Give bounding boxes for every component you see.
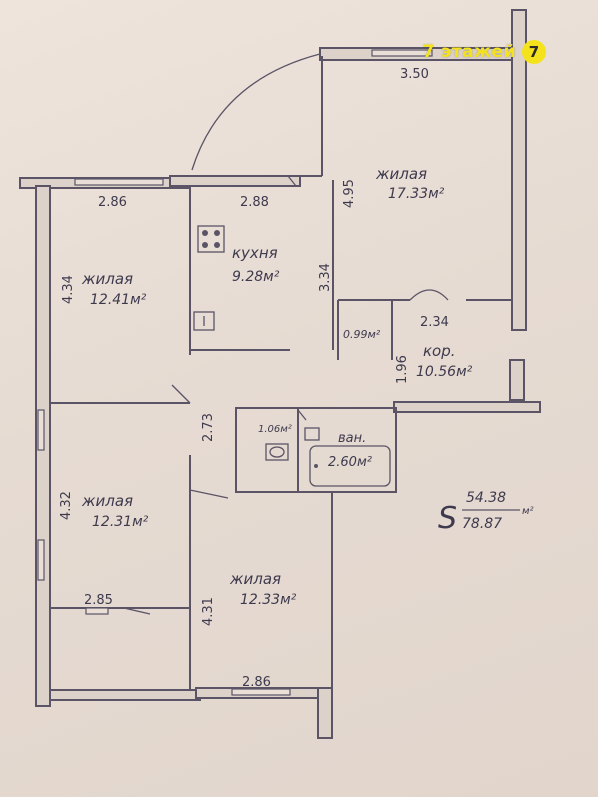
room-area-living-top-right: 17.33м²	[388, 186, 445, 202]
bath-sink-icon	[304, 427, 320, 441]
brand-logo-icon: 7	[522, 40, 546, 64]
room-name-living-top-right: жилая	[375, 165, 427, 183]
fixtures	[193, 225, 391, 487]
dim-273: 2.73	[201, 413, 216, 442]
interior-walls	[50, 56, 512, 690]
stove-icon	[197, 225, 225, 253]
room-area-kitchen: 9.28м²	[232, 269, 280, 285]
room-area-toilet: 1.06м²	[258, 424, 292, 435]
brand-logo-glyph: 7	[528, 43, 540, 61]
dim-334: 3.34	[318, 263, 333, 292]
radiator-mark	[85, 607, 109, 615]
room-name-living-lower-left: жилая	[81, 492, 133, 510]
windows	[37, 49, 433, 696]
room-area-closet: 0.99м²	[343, 328, 381, 341]
dim-495: 4.95	[342, 179, 357, 208]
room-name-kitchen: кухня	[232, 244, 278, 262]
room-area-living-lower-mid: 12.33м²	[240, 592, 297, 608]
brand-watermark: 7 этажей 7	[422, 40, 546, 64]
room-name-living-lower-mid: жилая	[229, 570, 281, 588]
dim-234: 2.34	[420, 315, 449, 330]
dim-286-bottom: 2.86	[242, 675, 271, 690]
dim-288: 2.88	[240, 195, 269, 210]
dim-285: 2.85	[84, 593, 113, 608]
total-area: S 54.38 78.87 м²	[438, 490, 534, 536]
room-area-bath: 2.60м²	[328, 455, 372, 470]
total-area-living: 54.38	[466, 490, 506, 506]
room-area-living-upper-left: 12.41м²	[90, 292, 147, 308]
room-name-corridor: кор.	[423, 342, 456, 360]
dim-196: 1.96	[395, 355, 410, 384]
total-area-symbol: S	[438, 501, 457, 536]
room-name-bath: ван.	[338, 431, 366, 446]
sink-icon	[193, 311, 215, 331]
brand-label: 7 этажей	[422, 42, 516, 62]
total-area-total: 78.87	[462, 516, 502, 532]
bathtub-icon	[309, 445, 391, 487]
room-area-corridor: 10.56м²	[416, 364, 473, 380]
dim-350: 3.50	[400, 67, 429, 82]
dim-286-top: 2.86	[98, 195, 127, 210]
room-area-living-lower-left: 12.31м²	[92, 514, 149, 530]
dim-432: 4.32	[59, 491, 74, 520]
dim-434: 4.34	[61, 275, 76, 304]
dim-431: 4.31	[201, 597, 216, 626]
total-area-unit: м²	[522, 506, 534, 517]
toilet-icon	[265, 443, 289, 461]
balcony-door-swing	[191, 53, 321, 171]
room-name-living-upper-left: жилая	[81, 270, 133, 288]
